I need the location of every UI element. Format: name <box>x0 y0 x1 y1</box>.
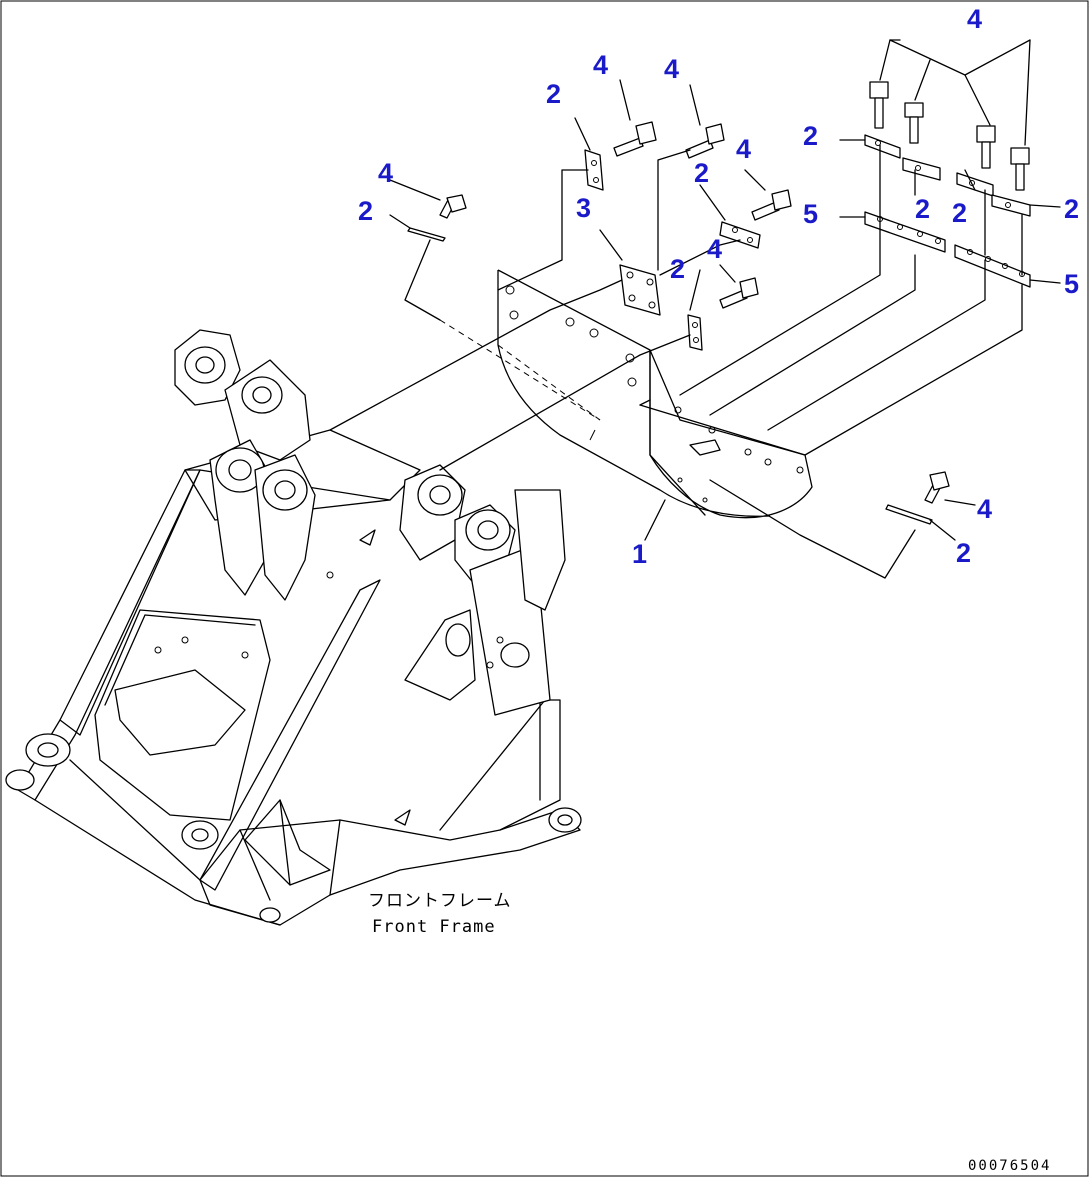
callout-5: 5 <box>803 199 818 229</box>
leader-lines <box>329 39 1061 579</box>
callout-numbers: 4 2 4 4 4 2 3 2 4 2 4 2 5 2 2 2 5 4 2 1 <box>358 4 1079 569</box>
bolts-part-4 <box>439 81 1030 504</box>
callout-2: 2 <box>670 254 685 284</box>
frame-label-en: Front Frame <box>372 917 496 937</box>
callout-2: 2 <box>956 538 971 568</box>
callout-2: 2 <box>952 198 967 228</box>
front-frame <box>5 329 582 926</box>
plates-part-5 <box>864 211 1031 288</box>
callout-2: 2 <box>915 194 930 224</box>
callout-5: 5 <box>1064 269 1079 299</box>
callout-2: 2 <box>694 158 709 188</box>
callout-1: 1 <box>632 539 647 569</box>
callout-4: 4 <box>664 54 679 84</box>
callout-4: 4 <box>736 134 751 164</box>
callout-2: 2 <box>358 196 373 226</box>
callout-4: 4 <box>977 494 992 524</box>
callout-4: 4 <box>707 234 722 264</box>
frame-label-jp: フロントフレーム <box>368 891 512 911</box>
shims-part-2 <box>407 134 1031 525</box>
callout-4-top-group: 4 <box>967 4 982 34</box>
callout-3: 3 <box>576 193 591 223</box>
callout-2: 2 <box>546 79 561 109</box>
drawing-code: 00076504 <box>968 1158 1051 1174</box>
callout-4: 4 <box>593 50 608 80</box>
callout-2: 2 <box>1064 194 1079 224</box>
plate-part-3 <box>619 264 661 316</box>
callout-2: 2 <box>803 121 818 151</box>
guard-part-1 <box>497 269 813 519</box>
callout-4: 4 <box>378 158 393 188</box>
